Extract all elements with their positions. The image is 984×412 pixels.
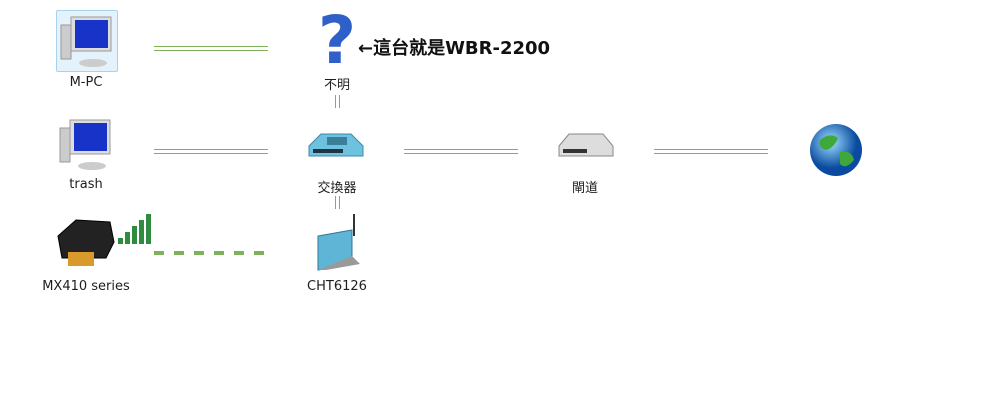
gateway-icon [558, 133, 614, 157]
printer-icon [57, 214, 151, 266]
svg-text:?: ? [318, 8, 356, 70]
switch-node[interactable] [305, 128, 365, 162]
gateway-node[interactable] [555, 130, 615, 162]
annotation-note: ←這台就是WBR-2200 [358, 38, 551, 59]
computer-icon [60, 16, 112, 67]
ap-node[interactable] [312, 212, 362, 274]
trash-node[interactable] [56, 116, 116, 172]
printer-label: MX410 series [42, 279, 130, 294]
printer-node[interactable] [56, 212, 156, 272]
computer-icon [59, 119, 111, 170]
link-gateway-internet [654, 149, 768, 154]
ap-label: CHT6126 [307, 279, 367, 294]
question-icon: ? [318, 2, 356, 79]
link-switch-ap [335, 196, 340, 209]
unknown-label: 不明 [323, 78, 350, 93]
wireless-router-icon [317, 214, 360, 271]
link-unknown-switch [335, 95, 340, 108]
gateway-label: 閘道 [571, 181, 598, 196]
unknown-node[interactable]: ? [317, 2, 357, 79]
m-pc-label: M-PC [69, 75, 103, 90]
m-pc-node[interactable] [56, 10, 118, 72]
link-trash-switch [154, 149, 268, 154]
trash-label: trash [69, 177, 103, 192]
link-switch-gateway [404, 149, 518, 154]
wifi-signal-icon [118, 214, 151, 244]
switch-icon [308, 133, 364, 157]
globe-icon [810, 124, 862, 176]
switch-label: 交換器 [317, 181, 357, 196]
internet-node[interactable] [808, 122, 864, 178]
link-mpc-unknown [154, 46, 268, 51]
wireless-link-printer-ap [154, 251, 268, 255]
